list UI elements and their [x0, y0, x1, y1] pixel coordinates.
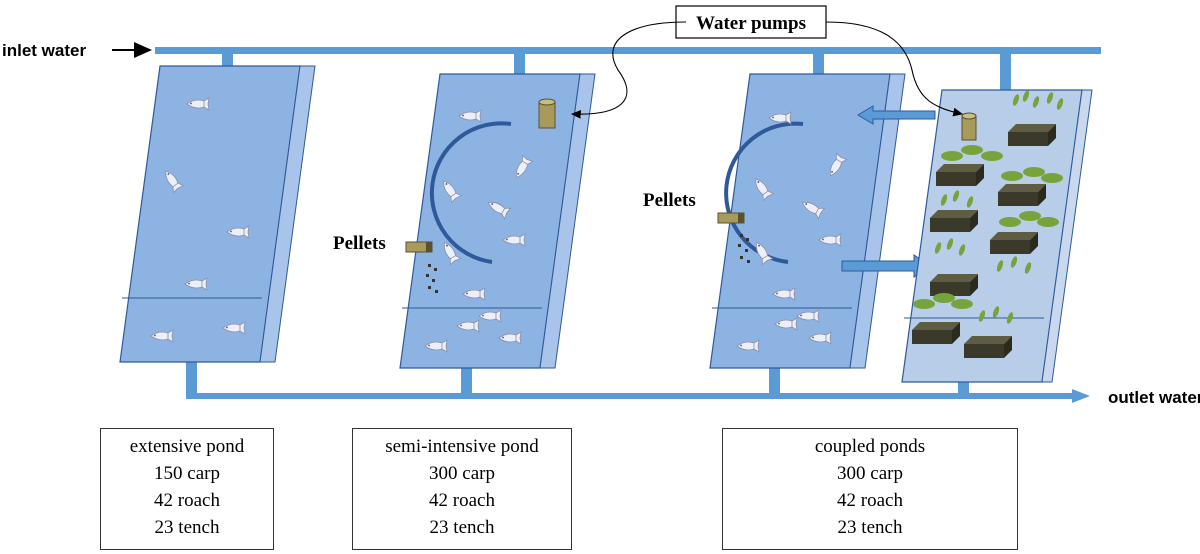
water-pumps-label: Water pumps — [696, 13, 806, 34]
inlet-pipe — [155, 47, 1101, 54]
pellets-label-1: Pellets — [333, 233, 386, 254]
tench-count: 23 tench — [837, 517, 903, 538]
pond-name: semi-intensive pond — [385, 436, 539, 457]
pellets-label-2: Pellets — [643, 190, 696, 211]
roach-count: 42 roach — [429, 490, 495, 511]
outlet-pipe — [186, 393, 1074, 399]
coupled-fish-pond-tank — [709, 73, 906, 369]
tench-count: 23 tench — [429, 517, 495, 538]
pond-name: extensive pond — [129, 436, 245, 457]
semi-intensive-pond-tank — [399, 73, 596, 369]
outlet-label: outlet water — [1108, 388, 1200, 407]
extensive-pond-tank — [119, 65, 316, 363]
info-box-coupled: coupled ponds 300 carp 42 roach 23 tench — [722, 428, 1018, 550]
carp-count: 300 carp — [429, 463, 495, 484]
pond-name: coupled ponds — [814, 436, 926, 457]
inlet-label: inlet water — [2, 41, 86, 60]
info-box-extensive: extensive pond 150 carp 42 roach 23 tenc… — [100, 428, 274, 550]
water-pumps-box — [675, 5, 827, 39]
carp-count: 300 carp — [837, 463, 903, 484]
carp-count: 150 carp — [154, 463, 220, 484]
tench-count: 23 tench — [154, 517, 220, 538]
pump-leader-2 — [825, 21, 964, 117]
pump-leader-1 — [570, 21, 687, 119]
roach-count: 42 roach — [837, 490, 903, 511]
roach-count: 42 roach — [154, 490, 220, 511]
plant-wetland-tank — [901, 89, 1093, 383]
pellet-feeder-pond2-icon — [405, 241, 438, 293]
pump-pond2-icon — [538, 98, 556, 129]
pellet-feeder-pond3-icon — [717, 212, 750, 263]
pump-wetland-icon — [961, 112, 977, 141]
info-box-semi-intensive: semi-intensive pond 300 carp 42 roach 23… — [352, 428, 572, 550]
